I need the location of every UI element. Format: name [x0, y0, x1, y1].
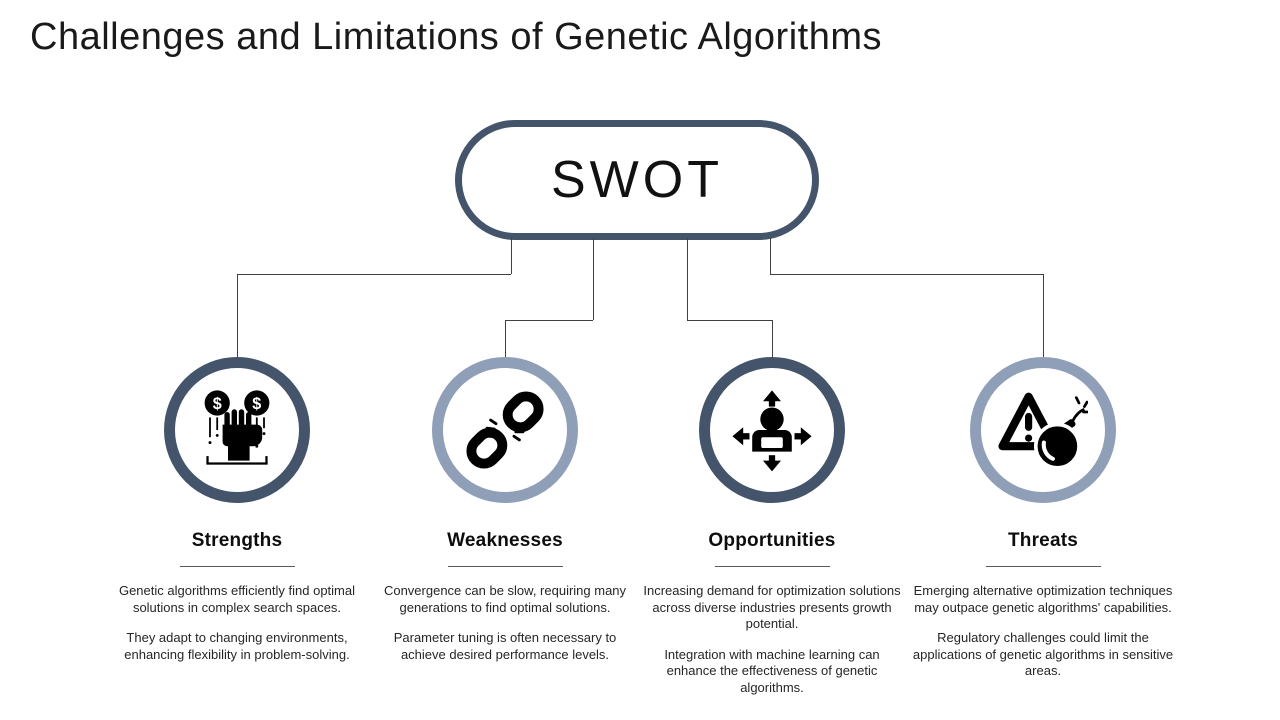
- connector-line: [687, 320, 772, 321]
- connector-line: [770, 274, 1043, 275]
- broken-chain-icon: [466, 391, 544, 469]
- connector-line: [505, 320, 506, 357]
- connector-line: [511, 238, 512, 274]
- svg-text:$: $: [252, 395, 261, 413]
- node-circle-weaknesses: [432, 357, 578, 503]
- person-expand-arrows-icon: [732, 390, 812, 472]
- node-column-threats: Threats Emerging alternative optimizatio…: [903, 530, 1183, 694]
- connector-line: [237, 274, 238, 357]
- label-underline: [714, 566, 830, 567]
- svg-text:$: $: [213, 395, 222, 413]
- connector-line: [770, 238, 771, 274]
- node-paragraph: They adapt to changing environments, enh…: [124, 630, 350, 662]
- node-paragraph: Parameter tuning is often necessary to a…: [393, 630, 617, 662]
- node-paragraph: Increasing demand for optimization solut…: [643, 583, 901, 631]
- node-circle-strengths: $ $: [164, 357, 310, 503]
- warning-bomb-icon: [998, 392, 1088, 470]
- node-paragraph: Emerging alternative optimization techni…: [913, 583, 1173, 615]
- connector-line: [237, 274, 511, 275]
- connector-line: [593, 238, 594, 320]
- node-column-opportunities: Opportunities Increasing demand for opti…: [632, 530, 912, 710]
- node-label: Weaknesses: [447, 530, 563, 551]
- label-underline: [985, 566, 1101, 567]
- node-label: Opportunities: [708, 530, 836, 551]
- node-column-strengths: Strengths Genetic algorithms efficiently…: [97, 530, 377, 677]
- swot-label: SWOT: [551, 151, 723, 209]
- connector-line: [772, 320, 773, 357]
- node-paragraph: Genetic algorithms efficiently find opti…: [118, 583, 356, 615]
- swot-root-node: SWOT: [455, 120, 819, 240]
- node-label: Threats: [1007, 530, 1079, 551]
- node-paragraph: Integration with machine learning can en…: [664, 646, 880, 695]
- node-label: Strengths: [191, 530, 283, 551]
- label-underline: [179, 566, 295, 567]
- connector-line: [505, 320, 593, 321]
- node-column-weaknesses: Weaknesses Convergence can be slow, requ…: [365, 530, 645, 677]
- connector-line: [687, 238, 688, 320]
- node-paragraph: Convergence can be slow, requiring many …: [383, 583, 627, 615]
- node-paragraph: Regulatory challenges could limit the ap…: [912, 630, 1174, 678]
- label-underline: [447, 566, 563, 567]
- connector-line: [1043, 274, 1044, 357]
- slide-title: Challenges and Limitations of Genetic Al…: [30, 16, 883, 58]
- node-circle-threats: [970, 357, 1116, 503]
- node-circle-opportunities: [699, 357, 845, 503]
- money-in-hand-icon: $ $: [204, 390, 270, 465]
